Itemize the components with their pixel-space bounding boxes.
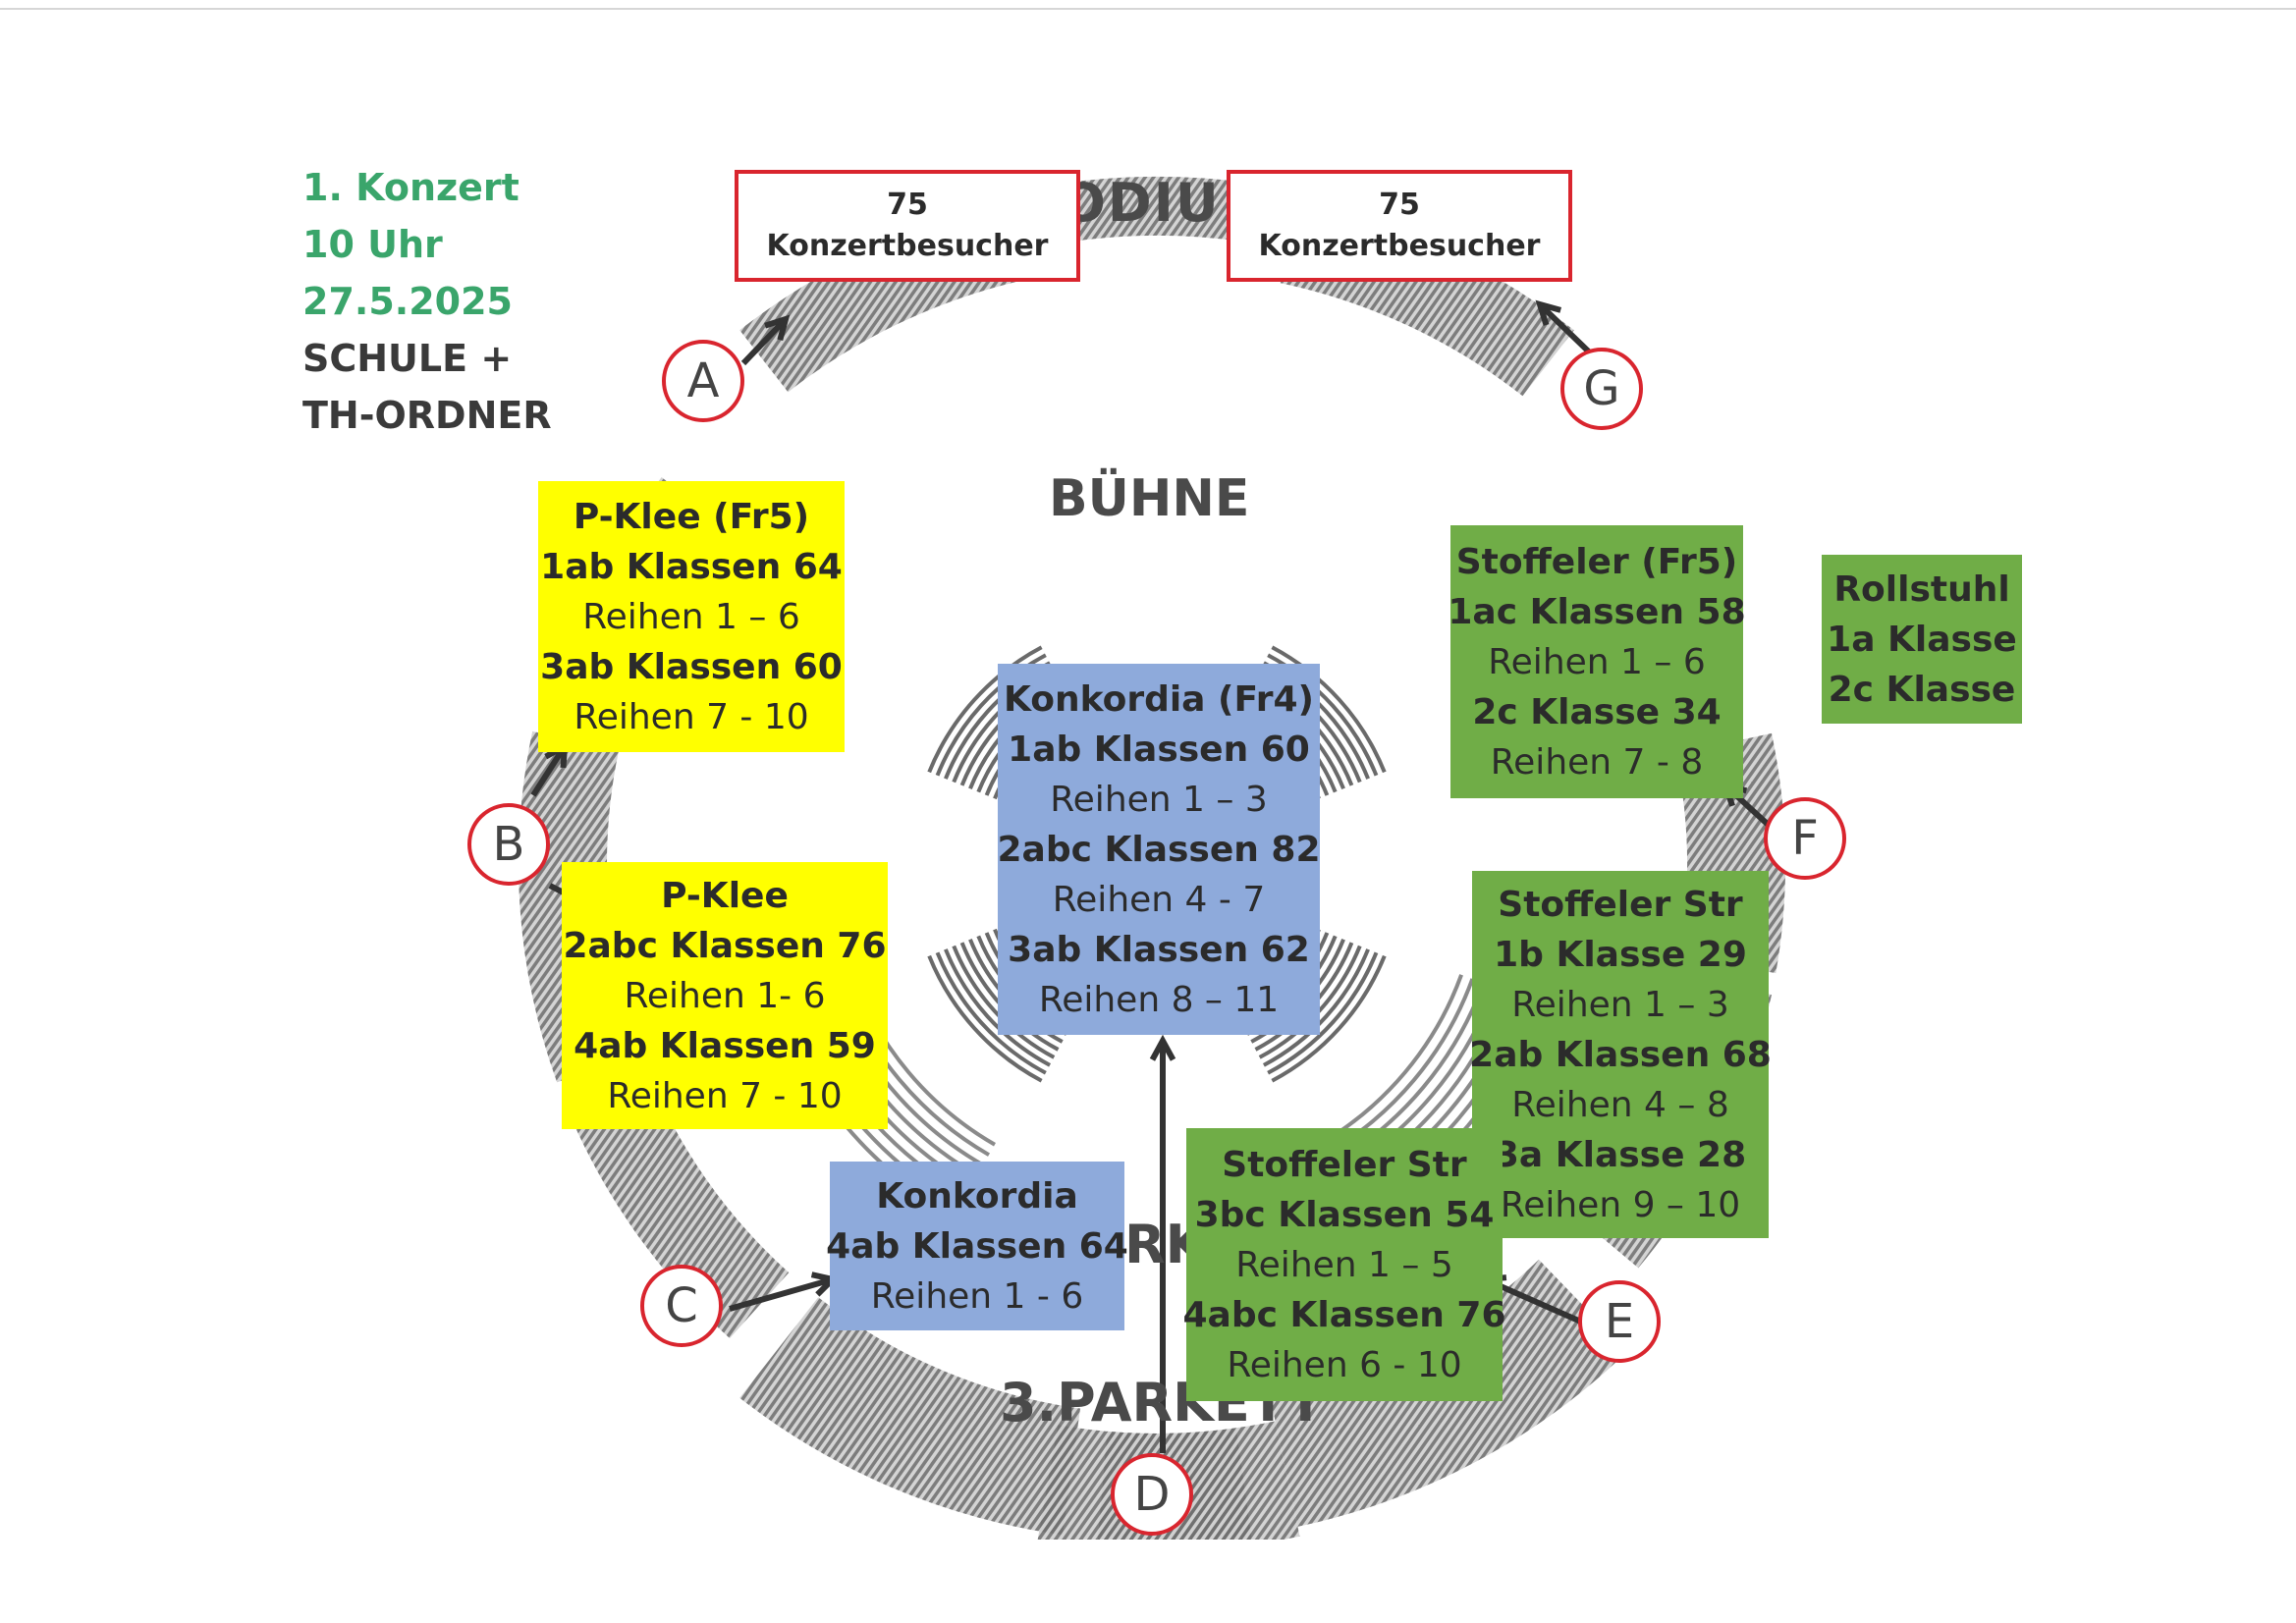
seat-row <box>1271 645 1387 774</box>
visitor-label: Konzertbesucher <box>1258 229 1541 263</box>
block-stoffeler-str-1: Stoffeler Str 1b Klasse 29 Reihen 1 – 3 … <box>1469 871 1772 1238</box>
block-pklee: P-Klee 2abc Klassen 76 Reihen 1- 6 4ab K… <box>562 862 888 1129</box>
responsibility-line2: TH-ORDNER <box>302 394 552 437</box>
block-line: 1a Klasse <box>1827 619 2017 660</box>
stage-label: BÜHNE <box>1049 469 1250 528</box>
block-line: 4ab Klassen 59 <box>574 1025 876 1066</box>
seat-row <box>952 945 1056 1059</box>
block-line: 2abc Klassen 82 <box>997 829 1321 870</box>
seat-row <box>1271 954 1387 1083</box>
entrance-arrow <box>530 744 568 797</box>
seat-row <box>1267 951 1379 1075</box>
block-line: Reihen 6 - 10 <box>1227 1344 1462 1385</box>
entrance-arrowhead <box>1149 1034 1176 1061</box>
block-title: Konkordia (Fr4) <box>1003 678 1315 720</box>
entrance-g-marker: G <box>1560 348 1643 430</box>
concert-title: 1. Konzert <box>302 166 519 209</box>
block-line: 4abc Klassen 76 <box>1182 1294 1506 1335</box>
block-stoffeler-str-2: Stoffeler Str 3bc Klassen 54 Reihen 1 – … <box>1182 1128 1506 1401</box>
block-title: Stoffeler (Fr5) <box>1455 541 1738 582</box>
block-konkordia-fr4: Konkordia (Fr4) 1ab Klassen 60 Reihen 1 … <box>997 664 1321 1035</box>
block-line: Reihen 1 – 6 <box>582 596 800 637</box>
block-line: Reihen 1 – 6 <box>1488 641 1706 682</box>
block-pklee-fr5: P-Klee (Fr5) 1ab Klassen 64 Reihen 1 – 6… <box>538 481 845 752</box>
block-line: 1ac Klassen 58 <box>1448 591 1746 632</box>
block-line: Reihen 1 – 5 <box>1235 1244 1453 1285</box>
block-title: Stoffeler Str <box>1498 884 1743 925</box>
block-line: 3ab Klassen 62 <box>1008 929 1310 970</box>
block-line: Reihen 8 – 11 <box>1038 979 1280 1020</box>
block-title: Stoffeler Str <box>1222 1144 1467 1185</box>
responsibility-line1: SCHULE + <box>302 337 513 380</box>
block-line: 1ab Klassen 60 <box>1008 729 1310 770</box>
block-line: Reihen 1 - 6 <box>870 1275 1084 1317</box>
visitor-count: 75 <box>1379 188 1420 222</box>
block-stoffeler-fr5: Stoffeler (Fr5) 1ac Klassen 58 Reihen 1 … <box>1448 525 1746 798</box>
seating-section <box>739 1297 1081 1536</box>
seating-section <box>565 1069 790 1339</box>
entrance-b-marker: B <box>467 803 550 886</box>
block-line: 3bc Klassen 54 <box>1194 1194 1495 1235</box>
entrance-d-marker: D <box>1111 1453 1193 1536</box>
seating-section <box>1037 176 1277 245</box>
block-line: 2abc Klassen 76 <box>563 925 887 966</box>
visitor-label: Konzertbesucher <box>766 229 1049 263</box>
visitor-box-right: 75 Konzertbesucher <box>1227 170 1572 282</box>
block-line: Reihen 4 – 8 <box>1511 1084 1729 1125</box>
block-title: Rollstuhl <box>1833 568 2010 610</box>
concert-time: 10 Uhr <box>302 223 443 266</box>
page-bottom-area <box>0 1540 2296 1623</box>
entrance-a-marker: A <box>662 340 744 422</box>
concert-date: 27.5.2025 <box>302 280 513 323</box>
block-konkordia: Konkordia 4ab Klassen 64 Reihen 1 - 6 <box>826 1162 1128 1330</box>
block-title: P-Klee (Fr5) <box>573 496 810 537</box>
seat-row <box>935 951 1047 1075</box>
block-line: 2c Klasse 34 <box>1472 691 1722 732</box>
seat-row <box>927 645 1043 774</box>
block-line: Reihen 9 – 10 <box>1500 1184 1741 1225</box>
block-line: Reihen 7 - 10 <box>574 696 809 737</box>
entrance-f-marker: F <box>1764 797 1846 880</box>
entrance-arrow <box>740 316 789 366</box>
block-title: Konkordia <box>876 1175 1078 1217</box>
block-line: 2c Klasse <box>1828 669 2016 710</box>
block-line: Reihen 1- 6 <box>624 975 826 1016</box>
page-top-rule <box>0 8 2296 10</box>
concert-info: 1. Konzert 10 Uhr 27.5.2025 SCHULE + TH-… <box>302 159 552 444</box>
block-line: 3a Klasse 28 <box>1494 1134 1747 1175</box>
visitor-count: 75 <box>887 188 928 222</box>
block-line: 2ab Klassen 68 <box>1469 1034 1772 1075</box>
entrance-arrow <box>729 1276 834 1312</box>
seat-row <box>944 948 1052 1067</box>
seat-row <box>1262 948 1370 1067</box>
podium-label: ODIU <box>1061 172 1221 234</box>
block-line: Reihen 7 - 8 <box>1490 741 1704 783</box>
entrance-e-marker: E <box>1578 1280 1661 1363</box>
entrance-c-marker: C <box>640 1265 723 1347</box>
entrance-arrowhead <box>1535 299 1562 326</box>
block-line: 1ab Klassen 64 <box>540 546 843 587</box>
block-line: Reihen 1 – 3 <box>1050 779 1268 820</box>
block-rollstuhl: Rollstuhl 1a Klasse 2c Klasse <box>1822 555 2022 724</box>
block-line: 4ab Klassen 64 <box>826 1225 1128 1267</box>
entrance-arrowhead <box>764 314 791 342</box>
block-line: Reihen 1 – 3 <box>1511 984 1729 1025</box>
block-line: 1b Klasse 29 <box>1494 934 1747 975</box>
seat-row <box>927 954 1043 1083</box>
block-title: P-Klee <box>661 875 789 916</box>
block-line: 3ab Klassen 60 <box>540 646 843 687</box>
visitor-box-left: 75 Konzertbesucher <box>735 170 1080 282</box>
block-line: Reihen 7 - 10 <box>607 1075 843 1116</box>
block-line: Reihen 4 - 7 <box>1052 879 1266 920</box>
